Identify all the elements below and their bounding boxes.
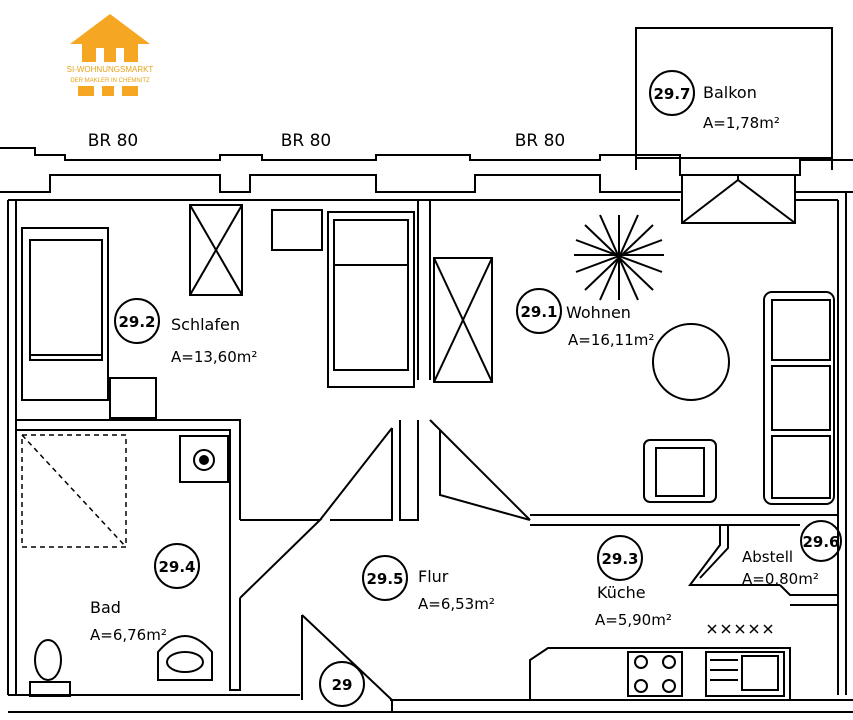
- sink-icon: [157, 635, 213, 681]
- room-id: 29.6: [802, 533, 839, 551]
- room-29-5: 29.5 Flur A=6,53m²: [362, 555, 495, 613]
- room-29-7: 29.7 Balkon A=1,78m²: [649, 70, 780, 132]
- kitchen-counter: [529, 647, 791, 700]
- room-id: 29.1: [520, 303, 557, 321]
- room-id: 29.5: [366, 570, 403, 588]
- room-id: 29.7: [653, 85, 690, 103]
- room-name: Wohnen: [566, 303, 631, 322]
- logo-line2: DER MAKLER IN CHEMNITZ: [70, 78, 150, 84]
- room-area: A=6,76m²: [90, 626, 167, 644]
- logo-line1: SI-WOHNUNGSMARKT: [67, 65, 154, 74]
- window-label-1: BR 80: [88, 131, 139, 151]
- room-name: Küche: [597, 583, 646, 602]
- room-name: Flur: [418, 567, 449, 586]
- room-29-3: 29.3 Küche A=5,90m²: [595, 535, 672, 629]
- room-id: 29.2: [118, 313, 155, 331]
- window-label-2: BR 80: [281, 131, 332, 151]
- nightstand: [109, 209, 323, 419]
- room-area: A=1,78m²: [703, 114, 780, 132]
- sofa: [763, 291, 835, 505]
- room-area: A=13,60m²: [171, 348, 257, 366]
- room-area: A=0,80m²: [742, 570, 819, 588]
- room-29-2: 29.2 Schlafen A=13,60m²: [114, 298, 257, 366]
- room-29-1: 29.1 Wohnen A=16,11m²: [516, 288, 654, 349]
- armchair: [643, 439, 717, 503]
- bed-left: [21, 227, 109, 401]
- shower: [21, 434, 127, 548]
- wardrobe-wohnen: [433, 257, 493, 383]
- logo: SI-WOHNUNGSMARKT DER MAKLER IN CHEMNITZ: [67, 14, 154, 96]
- interior-walls: [16, 200, 838, 712]
- window-label-3: BR 80: [515, 131, 566, 151]
- entrance-label: 29: [332, 676, 353, 694]
- room-area: A=5,90m²: [595, 611, 672, 629]
- room-area: A=16,11m²: [568, 331, 654, 349]
- room-29-4: 29.4 Bad A=6,76m²: [90, 543, 200, 644]
- toilet-icon: [29, 639, 71, 697]
- room-area: A=6,53m²: [418, 595, 495, 613]
- room-name: Balkon: [703, 83, 757, 102]
- round-table: [652, 323, 730, 401]
- entrance-marker: 29: [319, 661, 365, 707]
- room-29-6: 29.6 Abstell A=0,80m²: [742, 520, 842, 588]
- logo-roof-icon: [70, 14, 150, 44]
- room-name: Bad: [90, 598, 121, 617]
- washing-machine: [179, 435, 229, 483]
- plant-icon: [574, 214, 664, 301]
- balcony-door: [681, 174, 796, 224]
- room-id: 29.3: [601, 550, 638, 568]
- bed-right: [327, 211, 415, 388]
- room-name: Abstell: [742, 548, 793, 566]
- room-id: 29.4: [158, 558, 195, 576]
- wardrobe-schlafen: [189, 204, 243, 296]
- kitchen-hatch: [707, 624, 773, 634]
- room-name: Schlafen: [171, 315, 240, 334]
